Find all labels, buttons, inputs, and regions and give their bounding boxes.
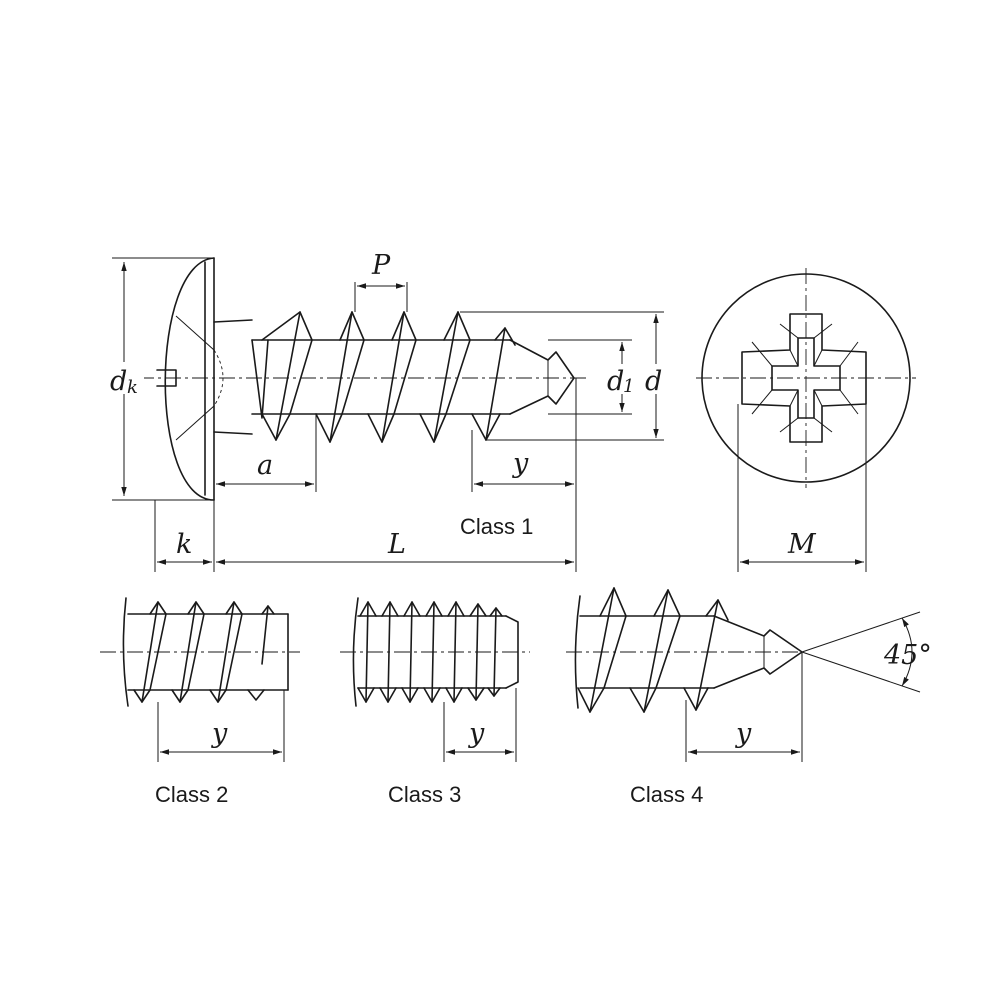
L-label: L [387,529,406,560]
neck [213,319,253,435]
P-label: P [371,250,391,281]
y-label-class2: y [211,718,228,749]
main-screw [138,257,590,501]
d1-sub-label: 1 [623,376,634,397]
screw-tip [509,339,575,415]
d1-label: d [607,366,624,397]
class3-break [352,597,359,707]
class4-break [574,595,581,709]
head-slot [156,369,177,387]
class4-screw: 45° y Class 4 [566,587,932,807]
head-dome [164,257,215,501]
a-label: a [257,450,273,481]
y-label-class3: y [468,718,485,749]
cross-recess-ribs [751,323,859,433]
class1-label: Class 1 [460,514,533,539]
dk-label: d [110,366,127,397]
thread-crests-bottom [261,413,501,443]
y-label-class4: y [735,718,752,749]
class2-label: Class 2 [155,782,228,807]
class2-screw: y Class 2 [100,597,300,807]
dk-sub-label: k [127,377,138,398]
M-label: M [787,529,817,560]
y-label-class1: y [512,448,529,479]
class3-label: Class 3 [388,782,461,807]
thread-runout [251,339,269,419]
class4-label: Class 4 [630,782,703,807]
recess-lines [175,315,215,441]
thread-flanks [275,311,506,443]
angle-label: 45° [883,640,932,671]
class2-break [122,597,129,707]
angle-arc [901,617,913,687]
end-view: M [696,268,916,572]
class3-screw: y Class 3 [340,597,530,807]
recess-hidden [213,349,224,407]
main-dimensions: d k k L a P y d 1 d [104,250,670,572]
k-label: k [176,529,192,560]
d-label: d [645,366,662,397]
